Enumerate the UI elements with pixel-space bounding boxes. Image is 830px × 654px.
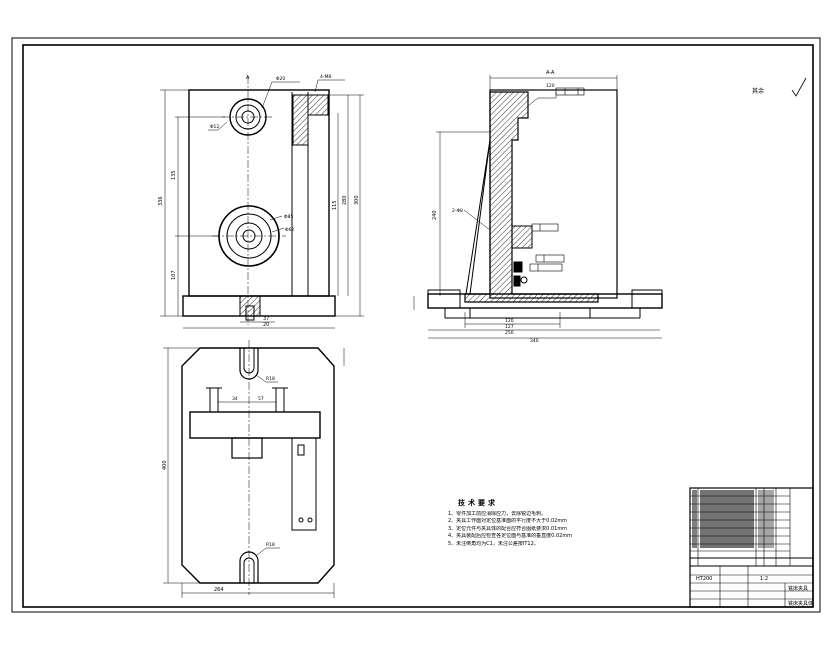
view-marker: A bbox=[246, 75, 250, 81]
leader-label-1: Φ20 bbox=[276, 76, 285, 82]
title-scale: 1:2 bbox=[760, 576, 768, 582]
dim-front-height: 336 bbox=[158, 196, 164, 206]
roughness-note: 其余 bbox=[752, 87, 764, 95]
dim-bottom-small2: 20 bbox=[263, 322, 269, 328]
title-company: 铣床夹具 bbox=[788, 585, 808, 592]
dim-side-height: 240 bbox=[432, 210, 438, 220]
dim-side-base3: 250 bbox=[505, 330, 514, 336]
dim-plan-mid1: 34 bbox=[232, 396, 238, 402]
leader-label-3: Φ12 bbox=[210, 124, 219, 130]
plan-view bbox=[163, 340, 345, 598]
dim-side-base4: 340 bbox=[530, 338, 539, 344]
inner-border bbox=[22, 44, 814, 608]
section-view bbox=[413, 75, 807, 339]
dim-plan-mid2: 57 bbox=[258, 396, 264, 402]
dim-side-base2: 127 bbox=[505, 324, 514, 330]
technical-notes: 技术要求 1、零件加工前应消除应力，去除锐边毛刺。 2、夹具工作面对定位基准面的… bbox=[448, 499, 658, 548]
leader-label-4: Φ85 bbox=[284, 214, 293, 220]
dim-right-total: 300 bbox=[354, 195, 360, 205]
note-line: 2、夹具工作面对定位基准面的平行度不大于0.02mm bbox=[448, 518, 568, 524]
dim-plan-width: 264 bbox=[214, 587, 224, 593]
outer-border bbox=[11, 37, 821, 613]
dim-right-inner: 280 bbox=[342, 195, 348, 205]
dim-side-top: 120 bbox=[546, 83, 555, 89]
dim-bottom-small: 37 bbox=[263, 316, 269, 322]
note-line: 1、零件加工前应消除应力，去除锐边毛刺。 bbox=[448, 510, 547, 517]
dim-plan-r2: R18 bbox=[266, 376, 275, 382]
dim-plan-height: 400 bbox=[162, 460, 168, 470]
section-label: A-A bbox=[546, 70, 555, 76]
dim-side-base1: 120 bbox=[505, 318, 514, 324]
notes-title: 技术要求 bbox=[458, 499, 498, 507]
note-line: 3、定位元件与夹具体的配合应符合图纸要求0.01mm bbox=[448, 525, 568, 532]
leader-label-2: 4-M8 bbox=[320, 74, 331, 80]
dim-front-upper: 135 bbox=[171, 170, 177, 180]
title-drawing-name: 铣床夹具体 bbox=[788, 600, 813, 607]
title-material: HT200 bbox=[696, 576, 712, 582]
note-line: 4、夹具装配后应检查各定位面与基准的垂直度0.02mm bbox=[448, 533, 573, 539]
title-block bbox=[689, 487, 814, 608]
note-line: 5、未注倒角均为C1，未注公差按IT12。 bbox=[448, 540, 539, 547]
front-view bbox=[160, 76, 364, 329]
leader-label-6: 2-Φ8 bbox=[452, 208, 463, 214]
dim-plan-r: R18 bbox=[266, 542, 275, 548]
leader-label-5: Φ62 bbox=[285, 227, 294, 233]
dim-right-mid: 115 bbox=[332, 200, 338, 210]
dim-front-lower: 107 bbox=[171, 270, 177, 280]
